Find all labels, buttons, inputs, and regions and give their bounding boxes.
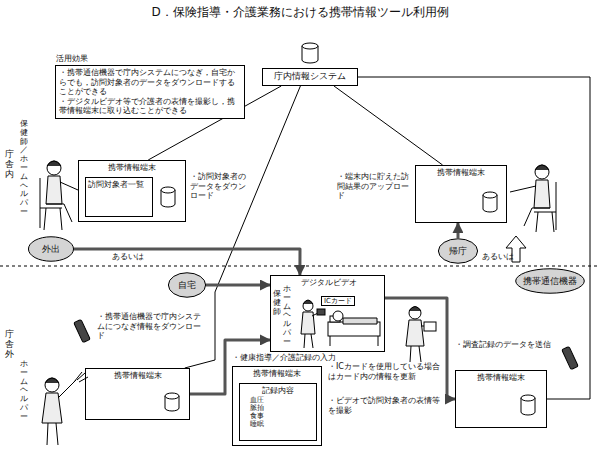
flow-arrow xyxy=(206,284,270,287)
node-heading: デジタルビデオ xyxy=(301,278,357,288)
node-heading: 携帯情報端末 xyxy=(418,168,504,178)
annotation-label: ・ビデオで訪問対象者の表情等を撮影 xyxy=(328,396,440,415)
terminal-box: 携帯情報端末記録内容血圧脈拍食事睡眠 xyxy=(232,366,322,446)
annotation-label: ・携帯通信機器で庁内システムにつなぎ情報をダウンロード xyxy=(97,312,205,341)
node-heading: 携帯情報端末 xyxy=(235,369,319,379)
node-heading: 記録内容 xyxy=(242,386,314,396)
node-text: 食事 xyxy=(242,412,314,420)
vertical-label: 庁舎内 xyxy=(5,150,14,180)
node-heading: 携帯情報端末 xyxy=(81,163,183,173)
terminal-box: 携帯情報端末 xyxy=(415,165,507,223)
node-text: ・デジタルビデオ等で介護者の表情を撮影し，携帯情報端末に取り込むことができる xyxy=(59,97,241,116)
state-ellipse: 帰庁 xyxy=(438,238,478,264)
home-helper-figure xyxy=(42,372,88,445)
annotation-label: ・健康指導／介護記録の入力 xyxy=(232,353,357,363)
node-text: 脈拍 xyxy=(242,404,314,412)
node-text: 睡眠 xyxy=(242,420,314,428)
vertical-label: 庁舎外 xyxy=(5,330,14,360)
terminal-box: 携帯情報端末訪問対象者一覧 xyxy=(78,160,186,222)
terminal-box: 携帯情報端末 xyxy=(455,370,547,428)
state-ellipse: 自宅 xyxy=(168,272,206,298)
annotation-label: ・ICカードを使用している場合はカード内の情報を更新 xyxy=(328,362,440,381)
state-ellipse: 外出 xyxy=(28,236,74,262)
node-heading: 携帯通信機器 xyxy=(523,276,577,287)
state-ellipse: 携帯通信機器 xyxy=(515,268,585,294)
annotation-label: あるいは xyxy=(112,252,144,262)
seated-worker xyxy=(510,165,556,232)
communication-line xyxy=(358,77,590,399)
vertical-label: ホームヘルパー xyxy=(20,360,28,422)
annotation-label: ・端末内に貯えた訪問結果のアップロード xyxy=(337,172,409,201)
node-heading: 外出 xyxy=(42,244,60,255)
screen-box: 記録内容血圧脈拍食事睡眠 xyxy=(239,383,317,441)
node-heading: 自宅 xyxy=(178,280,196,291)
note-box: 活用効果・携帯通信機器で庁内システムにつなぎ，自宅からでも，訪問対象者のデータを… xyxy=(55,65,245,119)
system-box: 庁内情報システム xyxy=(262,68,358,86)
node-heading: 携帯情報端末 xyxy=(458,373,544,383)
node-heading: 庁内情報システム xyxy=(265,71,355,82)
terminal-box: 携帯情報端末 xyxy=(85,368,190,420)
node-heading: 活用効果 xyxy=(56,54,88,64)
home-visit-scene xyxy=(301,300,380,348)
vertical-label: ホームヘルパー xyxy=(283,285,291,347)
annotation-label: あるいは xyxy=(482,252,514,262)
seated-worker xyxy=(40,161,78,230)
node-heading: 携帯情報端末 xyxy=(88,371,187,381)
flow-arrow xyxy=(456,223,459,238)
vertical-label: 保健師／ホームヘルパー xyxy=(20,120,28,217)
communication-line xyxy=(185,86,301,368)
screen-box: 訪問対象者一覧 xyxy=(85,177,153,217)
node-heading: 訪問対象者一覧 xyxy=(88,180,150,190)
annotation-label: ・訪問対象者のデータをダウンロード xyxy=(190,172,250,201)
node-heading: 帰庁 xyxy=(449,246,467,257)
flow-arrow xyxy=(74,249,300,275)
node-text: ・携帯通信機器で庁内システムにつなぎ，自宅からでも，訪問対象者のデータをダウンロ… xyxy=(59,68,241,97)
communication-line xyxy=(334,86,443,165)
vertical-label: 保健師 xyxy=(273,290,281,316)
tablet-user-figure xyxy=(406,307,436,363)
annotation-label: ・調査記録のデータを送信 xyxy=(455,340,555,350)
flow-arrow xyxy=(385,298,455,399)
node-text: 血圧 xyxy=(242,396,314,404)
node-text: ICカード xyxy=(321,296,355,306)
diagram-title: D．保険指導・介護業務における携帯情報ツール利用例 xyxy=(0,5,600,19)
